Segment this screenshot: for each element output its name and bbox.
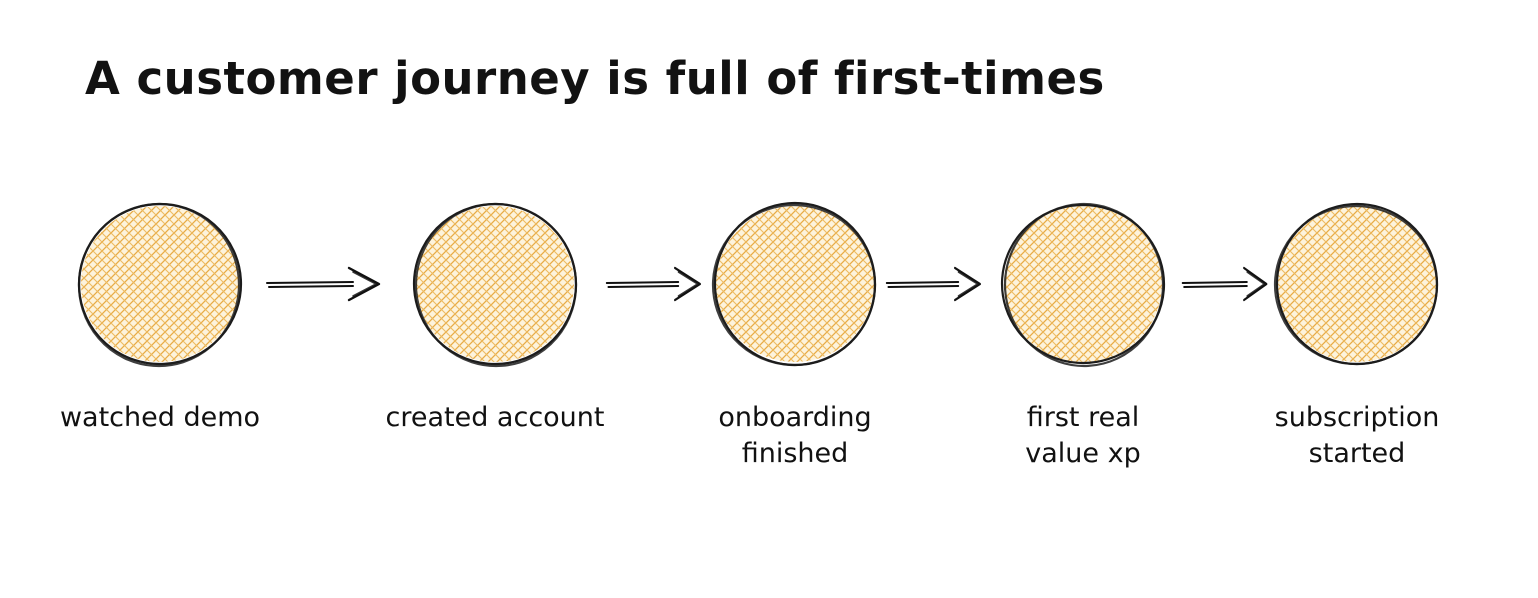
journey-step-watched-demo: watched demo [55,197,265,436]
step-label: onboarding finished [718,402,872,470]
flow-arrow-icon [605,262,705,306]
flow-arrow-icon [885,262,985,306]
milestone-circle-icon [412,202,578,368]
step-label: watched demo [59,402,261,433]
milestone-circle-icon [77,202,243,368]
milestone-circle-icon [1273,202,1439,366]
journey-step-subscription-started: subscription started [1271,197,1443,473]
journey-step-onboarding-finished: onboarding finished [705,197,885,473]
step-label: created account [385,402,605,433]
journey-row: watched demo created account [0,197,1538,473]
journey-step-created-account: created account [385,197,605,436]
milestone-circle-icon [1000,202,1166,368]
step-label: first real value xp [1025,402,1141,470]
flow-arrow-icon [1181,262,1271,306]
step-label: subscription started [1274,402,1440,470]
diagram-title: A customer journey is full of first-time… [85,52,1105,105]
flow-arrow-icon [265,262,385,306]
milestone-circle-icon [711,201,877,367]
journey-step-first-real-value: first real value xp [985,197,1181,473]
